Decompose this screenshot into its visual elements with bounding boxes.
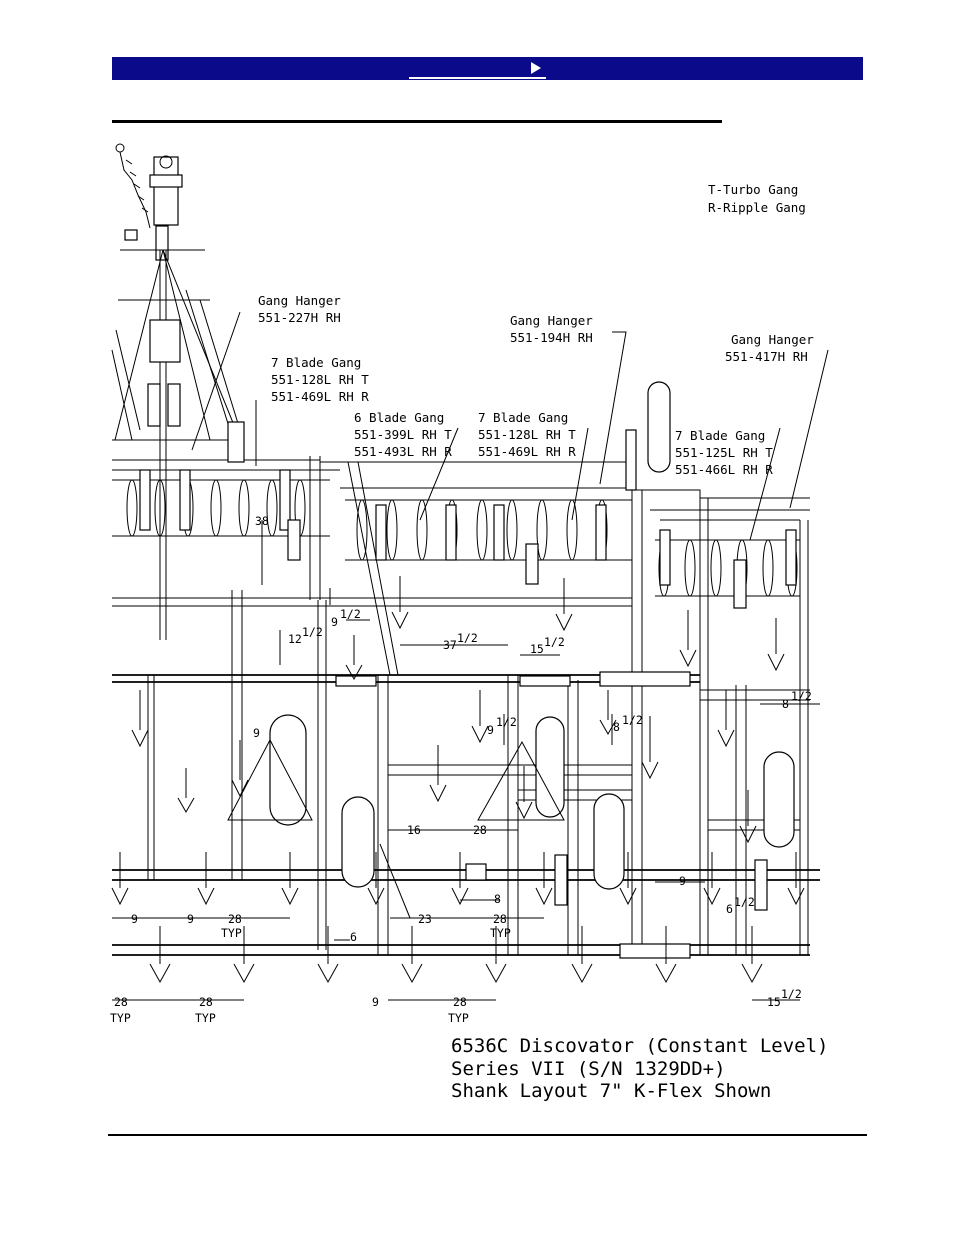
callout-7-blade-125l: 7 Blade Gang 551-125L RH T 551-466L RH R (675, 428, 773, 477)
dim-28-typ-e: 28 (453, 995, 467, 1009)
dim-9-left: 9 (253, 726, 260, 740)
svg-text:551-493L RH R: 551-493L RH R (354, 444, 452, 459)
dim-8-half-a: 8 (613, 720, 620, 734)
dim-15-half-b: 15 (767, 995, 781, 1009)
svg-text:1/2: 1/2 (791, 689, 812, 703)
gang-center (345, 499, 632, 585)
svg-text:1/2: 1/2 (457, 631, 478, 645)
svg-text:551-399L RH T: 551-399L RH T (354, 427, 452, 442)
dim-9-half-b: 9 (487, 723, 494, 737)
svg-text:TYP: TYP (195, 1011, 216, 1025)
callout-7-blade-128l-b: 7 Blade Gang 551-128L RH T 551-469L RH R (478, 410, 576, 459)
svg-text:7 Blade Gang: 7 Blade Gang (478, 410, 568, 425)
dim-6: 6 (350, 930, 357, 944)
dim-15-half-a: 15 (530, 642, 544, 656)
legend: T-Turbo Gang R-Ripple Gang (708, 182, 806, 215)
dim-6-half: 6 (726, 902, 733, 916)
svg-text:6 Blade Gang: 6 Blade Gang (354, 410, 444, 425)
dim-23: 23 (418, 912, 432, 926)
header-bar (112, 57, 863, 80)
wheels (269, 381, 795, 890)
dimension-lines (112, 311, 829, 1001)
svg-text:Gang Hanger: Gang Hanger (731, 332, 814, 347)
svg-text:TYP: TYP (110, 1011, 131, 1025)
legend-ripple: R-Ripple Gang (708, 200, 806, 215)
svg-text:1/2: 1/2 (496, 715, 517, 729)
dim-8: 8 (494, 892, 501, 906)
callout-gang-hanger-417h: Gang Hanger 551-417H RH (725, 332, 814, 364)
caption-line-3: Shank Layout 7" K-Flex Shown (451, 1080, 771, 1102)
svg-text:551-125L RH T: 551-125L RH T (675, 445, 773, 460)
svg-text:1/2: 1/2 (781, 987, 802, 1001)
legend-turbo: T-Turbo Gang (708, 182, 798, 197)
svg-text:TYP: TYP (221, 926, 242, 940)
svg-text:1/2: 1/2 (622, 713, 643, 727)
dimension-labels: 38 9 1/2 12 1/2 37 1/2 15 1/2 9 1/2 8 1/… (110, 514, 812, 1025)
dim-9-half-a: 9 (331, 615, 338, 629)
callout-6-blade-399l: 6 Blade Gang 551-399L RH T 551-493L RH R (354, 410, 452, 459)
svg-text:Gang Hanger: Gang Hanger (510, 313, 593, 328)
cylinders (335, 671, 768, 959)
svg-text:551-227H RH: 551-227H RH (258, 310, 341, 325)
dim-9-right: 9 (679, 874, 686, 888)
caption-line-1: 6536C Discovator (Constant Level) (451, 1035, 829, 1057)
dim-28-mid: 28 (473, 823, 487, 837)
svg-text:551-128L RH T: 551-128L RH T (271, 372, 369, 387)
svg-text:7 Blade Gang: 7 Blade Gang (675, 428, 765, 443)
svg-text:TYP: TYP (490, 926, 511, 940)
hitch-assembly (111, 143, 241, 640)
svg-text:1/2: 1/2 (544, 635, 565, 649)
dim-28-typ-b: 28 (493, 912, 507, 926)
svg-text:Gang Hanger: Gang Hanger (258, 293, 341, 308)
dim-12-half: 12 (288, 632, 302, 646)
gang-right (655, 529, 800, 609)
svg-text:551-466L RH R: 551-466L RH R (675, 462, 773, 477)
dim-38: 38 (255, 514, 269, 528)
svg-text:TYP: TYP (448, 1011, 469, 1025)
callout-7-blade-128l-a: 7 Blade Gang 551-128L RH T 551-469L RH R (271, 355, 369, 404)
dim-37-half: 37 (443, 638, 457, 652)
svg-text:551-469L RH R: 551-469L RH R (271, 389, 369, 404)
diagram-caption: 6536C Discovator (Constant Level) Series… (451, 1035, 829, 1102)
footer-rule (108, 1134, 867, 1136)
dim-16: 16 (407, 823, 421, 837)
dim-8-half-b: 8 (782, 697, 789, 711)
shanks (111, 576, 805, 984)
dim-9-row1: 9 (131, 912, 138, 926)
callout-gang-hanger-194h: Gang Hanger 551-194H RH (510, 313, 593, 345)
svg-text:1/2: 1/2 (302, 625, 323, 639)
title-rule (112, 120, 722, 123)
dim-28-typ-d: 28 (199, 995, 213, 1009)
header-nav-link[interactable] (409, 59, 546, 79)
svg-text:1/2: 1/2 (734, 895, 755, 909)
callout-gang-hanger-227h: Gang Hanger 551-227H RH (258, 293, 341, 325)
svg-text:551-128L RH T: 551-128L RH T (478, 427, 576, 442)
triangle-right-icon[interactable] (531, 62, 541, 74)
dim-9-row1b: 9 (187, 912, 194, 926)
svg-text:1/2: 1/2 (340, 607, 361, 621)
dim-28-typ-a: 28 (228, 912, 242, 926)
svg-text:551-417H RH: 551-417H RH (725, 349, 808, 364)
dim-9-bottom: 9 (372, 995, 379, 1009)
svg-text:551-469L RH R: 551-469L RH R (478, 444, 576, 459)
svg-text:551-194H RH: 551-194H RH (510, 330, 593, 345)
svg-text:7 Blade Gang: 7 Blade Gang (271, 355, 361, 370)
caption-line-2: Series VII (S/N 1329DD+) (451, 1058, 726, 1080)
gang-left (112, 469, 330, 561)
dim-28-typ-c: 28 (114, 995, 128, 1009)
